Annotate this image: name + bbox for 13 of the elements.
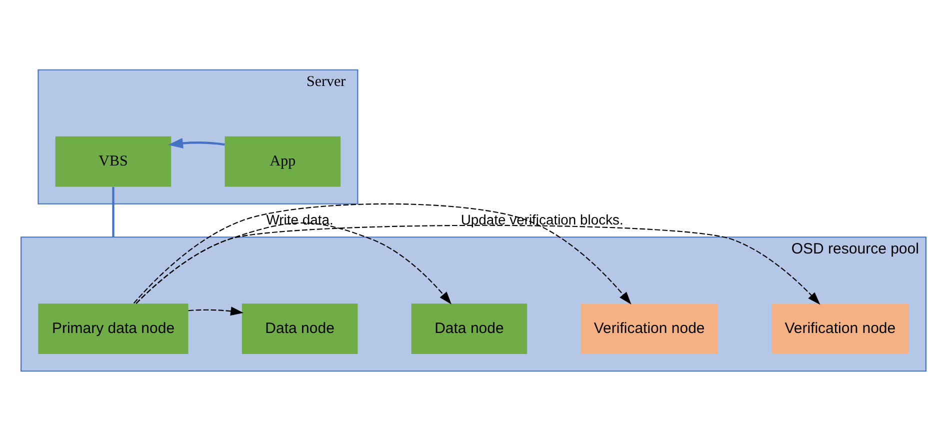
edge-label: Write data. bbox=[266, 212, 334, 228]
node-box: VBS bbox=[55, 136, 172, 187]
node-box: Data node bbox=[411, 304, 528, 354]
node-box: Verification node bbox=[580, 304, 718, 354]
arrow bbox=[133, 203, 632, 305]
node-box: Verification node bbox=[772, 304, 909, 354]
arrow bbox=[136, 224, 820, 305]
arrow bbox=[188, 306, 244, 316]
node-box: Primary data node bbox=[38, 304, 188, 354]
arrow bbox=[168, 138, 225, 148]
node-box: App bbox=[224, 136, 341, 187]
connector bbox=[112, 186, 114, 238]
node-box: Data node bbox=[242, 304, 358, 354]
